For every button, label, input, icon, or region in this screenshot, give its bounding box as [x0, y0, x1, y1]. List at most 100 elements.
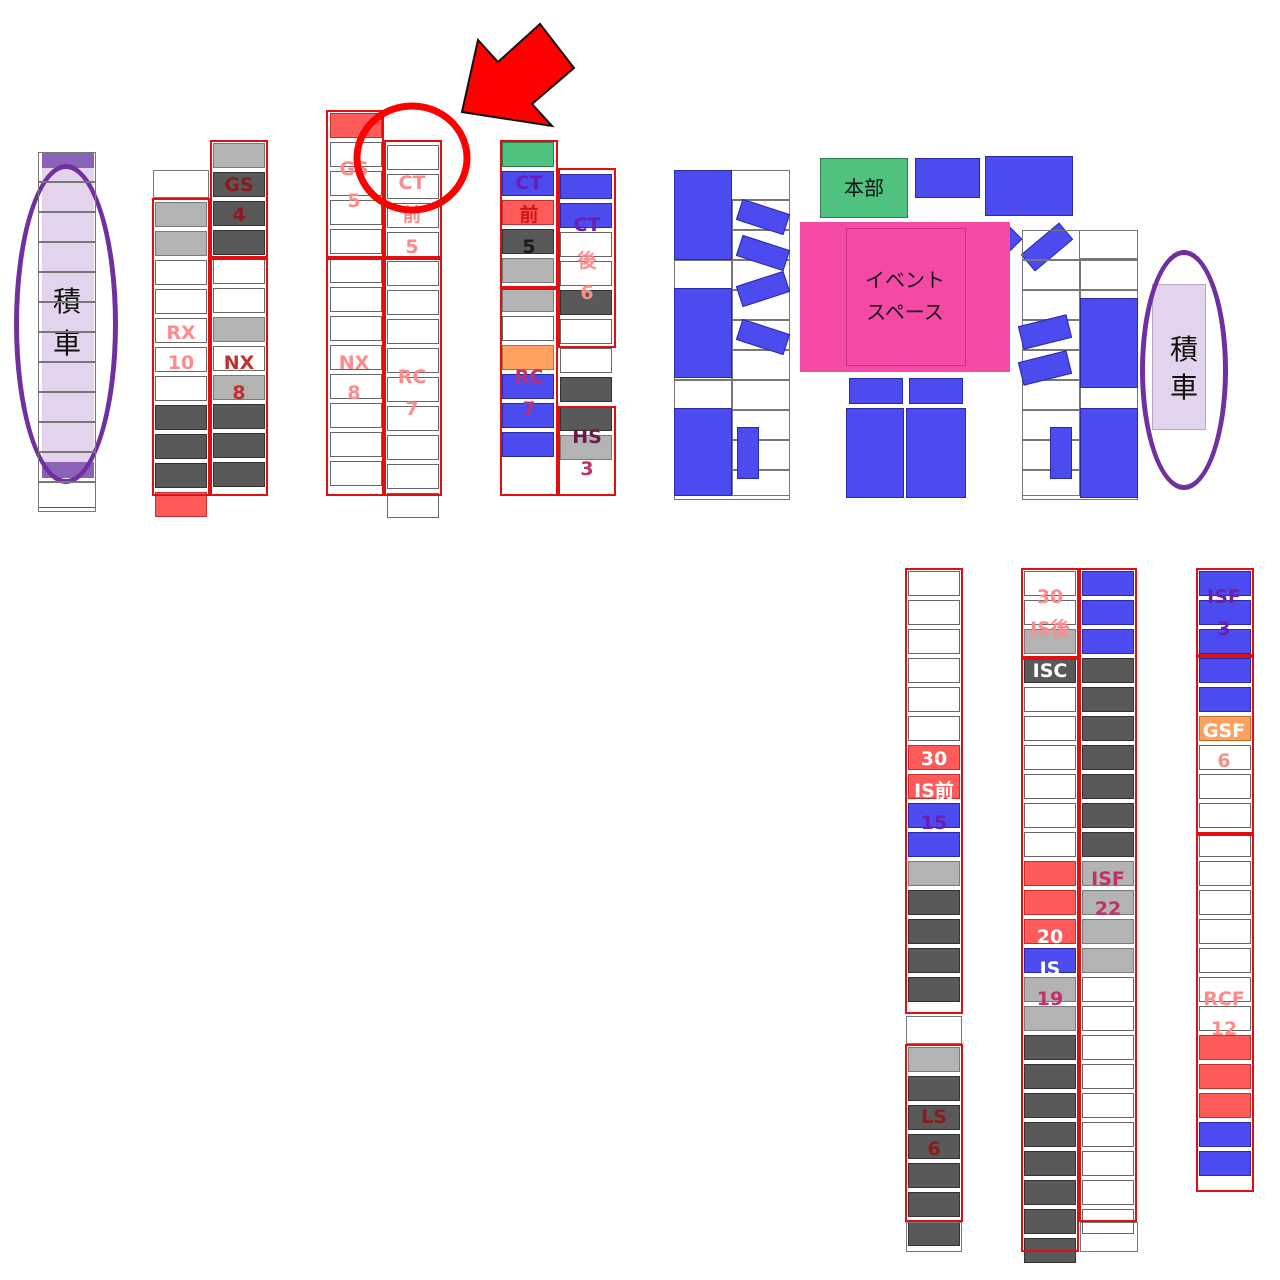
is-column-cell — [1024, 948, 1076, 973]
outline-rc — [384, 258, 442, 496]
loading-strip-row — [38, 422, 96, 452]
rx-column-cell — [155, 260, 207, 285]
outline-ls — [905, 1044, 963, 1222]
gs-nx-column-cell — [213, 288, 265, 313]
isf-column-cell — [1082, 1151, 1134, 1176]
loading-strip-row — [38, 452, 96, 482]
outline-is-mae — [905, 568, 963, 1014]
blue-booth — [674, 288, 732, 378]
blue-booth — [1080, 298, 1138, 388]
loading-strip-row — [38, 242, 96, 272]
event-space-label-1: イベント — [865, 268, 945, 292]
ct-rc-b-column-cell — [502, 403, 554, 428]
isf-column-cell — [1082, 716, 1134, 741]
outline-rcf — [1196, 834, 1254, 1192]
isf-column-cell — [1082, 1180, 1134, 1205]
outline-gs — [210, 140, 268, 258]
outline-is — [1021, 658, 1079, 1252]
label-rcf: RCF — [1203, 988, 1245, 1010]
empty-slot — [906, 1016, 962, 1044]
isf3-gsf-rcf-column-cell — [1199, 803, 1251, 828]
isf3-gsf-rcf-column-cell — [1199, 716, 1251, 741]
is-column-cell — [1024, 745, 1076, 770]
ct-rc-column-cell — [387, 174, 439, 199]
label-ls-count: 6 — [927, 1138, 941, 1160]
label-ct-ato: CT — [573, 214, 601, 236]
gs-nx-column-cell — [213, 201, 265, 226]
gs5-nx-column-cell — [330, 200, 382, 225]
isf-column-cell — [1082, 1064, 1134, 1089]
is-mae-column-cell — [908, 832, 960, 857]
label-ct-mae-b-count: 5 — [522, 236, 536, 258]
blue-booth — [1080, 408, 1138, 498]
ct-hs-column-cell — [560, 377, 612, 402]
event-space-inner-grid — [846, 228, 966, 366]
is-column-cell — [1024, 1064, 1076, 1089]
is-column-cell — [1024, 716, 1076, 741]
gs-nx-column-cell — [213, 404, 265, 429]
ct-rc-column-cell — [387, 290, 439, 315]
ct-rc-column-cell — [387, 406, 439, 431]
blue-booth — [985, 156, 1073, 216]
rx-column-cell — [155, 463, 207, 488]
gs5-nx-column-cell — [330, 316, 382, 341]
ct-rc-column-cell — [387, 319, 439, 344]
loading-strip-row — [38, 302, 96, 332]
ct-hs-column-cell — [560, 290, 612, 315]
ct-hs-column-cell — [560, 348, 612, 373]
label-ct-mae-count: 5 — [405, 236, 419, 258]
label-ct-mae: CT — [398, 172, 426, 194]
grid-row — [674, 260, 790, 290]
is-mae-column-cell — [908, 658, 960, 683]
blue-booth — [849, 378, 903, 404]
ct-rc-column-cell — [387, 348, 439, 373]
isf-column-cell — [1082, 803, 1134, 828]
ct-hs-column-cell — [560, 174, 612, 199]
is-mae-column-cell — [908, 716, 960, 741]
is-column-cell — [1024, 1093, 1076, 1118]
isf-column-cell — [1082, 1006, 1134, 1031]
outline-nx-b — [326, 258, 384, 496]
gs-nx-column-cell — [213, 462, 265, 487]
is-column-cell — [1024, 977, 1076, 1002]
label-isf-22: ISF — [1091, 868, 1125, 890]
ct-rc-b-column-cell — [502, 432, 554, 457]
ct-rc-b-column-cell — [502, 142, 554, 167]
is-column-cell — [1024, 803, 1076, 828]
label-nx-count: 8 — [232, 382, 246, 404]
label-ct-ato-count: 6 — [580, 282, 594, 304]
outline-is-ato — [1021, 568, 1079, 658]
ct-rc-b-column-cell — [502, 171, 554, 196]
outline-rx — [152, 198, 210, 496]
honbu-label: 本部 — [844, 176, 884, 200]
is-column-cell — [1024, 890, 1076, 915]
is-column-cell — [1024, 1122, 1076, 1147]
ct-hs-column-cell — [560, 435, 612, 460]
ct-rc-column-cell — [387, 145, 439, 170]
is-mae-column-cell — [908, 919, 960, 944]
ct-rc-column-cell — [387, 261, 439, 286]
isf3-gsf-rcf-column-cell — [1199, 629, 1251, 654]
isf3-gsf-rcf-column-cell — [1199, 658, 1251, 683]
ct-rc-b-column-cell — [502, 316, 554, 341]
isf-column-cell — [1082, 1035, 1134, 1060]
label-isf-3-count: 3 — [1217, 618, 1231, 640]
gs-nx-column-cell — [213, 230, 265, 255]
loading-strip-row — [38, 152, 96, 182]
loading-label-left-2: 車 — [52, 327, 81, 360]
ct-rc-b-column-cell — [502, 345, 554, 370]
ct-hs-column-cell — [560, 319, 612, 344]
is-mae-column-cell — [908, 600, 960, 625]
pointer-arrow-icon — [460, 22, 576, 128]
gs5-nx-column-cell — [330, 287, 382, 312]
label-ct-ato-kanji: 後 — [577, 250, 597, 272]
isf3-gsf-rcf-column-cell — [1199, 977, 1251, 1002]
is-column-cell — [1024, 1151, 1076, 1176]
loading-ellipse-right — [1140, 250, 1228, 490]
blue-booth — [674, 408, 732, 496]
outline-gs5 — [326, 110, 384, 258]
isf3-gsf-rcf-column-cell — [1199, 1006, 1251, 1031]
label-is-ato: IS後 — [1030, 618, 1070, 640]
isf-column-cell — [1082, 948, 1134, 973]
